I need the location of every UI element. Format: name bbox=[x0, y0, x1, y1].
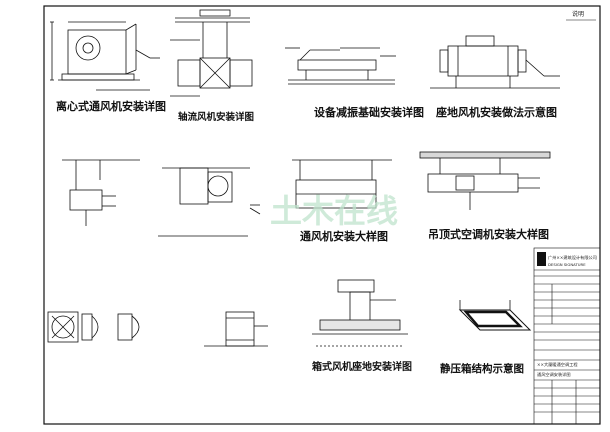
title-company-name: 广州××建筑设计有限公司 bbox=[548, 254, 597, 261]
drawing-fan-faces bbox=[47, 311, 140, 343]
watermark: 土木在线 bbox=[270, 192, 398, 230]
caption-ceiling-ac: 吊顶式空调机安装大样图 bbox=[428, 227, 549, 241]
drawing-centrifugal-fan bbox=[50, 21, 160, 91]
title-project: ××大厦暖通空调工程 bbox=[537, 361, 578, 368]
caption-vibration-base: 设备减振基础安装详图 bbox=[314, 105, 424, 119]
sheet-border bbox=[43, 5, 601, 425]
caption-plenum-box: 静压箱结构示意图 bbox=[440, 362, 524, 375]
caption-floor-fan: 座地风机安装做法示意图 bbox=[435, 105, 557, 119]
caption-centrifugal-fan: 离心式通风机安装详图 bbox=[56, 99, 166, 113]
notes-title: 说明 bbox=[572, 10, 584, 18]
company-logo bbox=[537, 252, 546, 266]
drawing-cabinet-fan bbox=[312, 279, 408, 347]
drawing-duct-elbow bbox=[62, 159, 140, 226]
drawing-ventilator-install bbox=[292, 159, 392, 209]
title-drawing-title: 通风空调安装详图 bbox=[537, 371, 571, 378]
title-design-signature: DESIGN SIGNATURE bbox=[548, 262, 586, 267]
title-block bbox=[533, 247, 601, 425]
drawing-plenum-box bbox=[458, 300, 532, 331]
caption-cabinet-fan: 箱式风机座地安装详图 bbox=[312, 360, 412, 373]
drawing-ceiling-ac bbox=[419, 151, 551, 210]
caption-axial-fan: 轴流风机安装详图 bbox=[178, 111, 254, 123]
drawing-floor-fan bbox=[430, 35, 560, 89]
caption-ventilator-install: 通风机安装大样图 bbox=[300, 229, 388, 243]
drawing-unit-elevation bbox=[158, 167, 261, 237]
drawing-axial-fan bbox=[170, 9, 253, 97]
drawing-wall-opening bbox=[204, 311, 268, 347]
drawing-vibration-base bbox=[285, 47, 396, 85]
